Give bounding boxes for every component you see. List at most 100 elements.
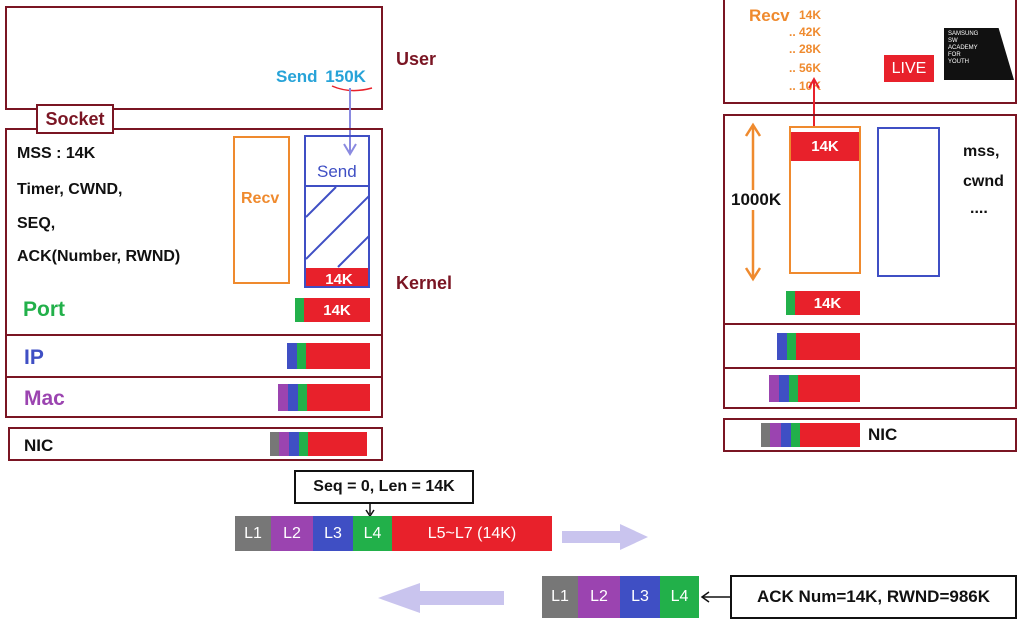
- ack-l3: L3: [620, 576, 660, 618]
- right-recv-amount-2: .. 42K: [789, 25, 822, 39]
- right-nic-label: NIC: [868, 425, 898, 444]
- right-recv-amount-4: .. 56K: [789, 61, 822, 75]
- ack-l1: L1: [542, 576, 578, 618]
- right-recv-buffer: 14K: [789, 126, 861, 274]
- nic-red: [308, 432, 367, 456]
- packet-payload: L5~L7 (14K): [392, 516, 552, 551]
- packet-l2: L2: [271, 516, 313, 551]
- ack-note-arrow: [700, 591, 730, 603]
- right-mac-blue: [779, 375, 789, 402]
- right-recv-chunk: 14K: [791, 132, 859, 161]
- port-label: Port: [23, 298, 65, 321]
- mac-purple: [278, 384, 288, 411]
- timer-cwnd-label: Timer, CWND,: [17, 181, 123, 198]
- right-recv-amount-3: .. 28K: [789, 42, 822, 56]
- packet-header-text: Seq = 0, Len = 14K: [313, 478, 455, 495]
- nic-gray: [270, 432, 279, 456]
- send-arrow: [331, 85, 373, 156]
- right-mac-red: [798, 375, 860, 402]
- left-kernel-frame: [5, 128, 383, 418]
- left-recv-label: Recv: [241, 190, 280, 207]
- ip-label: IP: [24, 346, 44, 369]
- right-nic-purple: [770, 423, 781, 447]
- mss-label: MSS : 14K: [17, 145, 96, 162]
- logo-text: SAMSUNG SW ACADEMY FOR YOUTH: [948, 31, 978, 66]
- send-direction-arrow: [562, 524, 648, 550]
- nic-green: [299, 432, 308, 456]
- left-ip-segment: [287, 343, 370, 369]
- right-port-green: [786, 291, 795, 315]
- ip-green: [297, 343, 306, 369]
- right-ip-red: [796, 333, 860, 360]
- port-chunk-label: 14K: [323, 301, 351, 319]
- kernel-label: Kernel: [396, 273, 453, 293]
- ip-red: [306, 343, 370, 369]
- right-mac-purple: [769, 375, 779, 402]
- left-nic-label: NIC: [24, 436, 54, 455]
- right-nic-box: [723, 418, 1017, 452]
- left-nic-box: [8, 427, 383, 461]
- mac-blue: [288, 384, 298, 411]
- right-mss-label: mss,: [963, 143, 1000, 160]
- left-divider-2: [5, 376, 383, 378]
- right-send-buffer: [877, 127, 940, 277]
- right-kernel-frame: [723, 114, 1017, 409]
- right-recv-chunk-label: 14K: [811, 138, 839, 155]
- right-nic-segment: [761, 423, 860, 447]
- logo-line-4: FOR: [948, 52, 961, 58]
- right-recv-label: Recv: [749, 6, 790, 25]
- send-buffer-chunk-label: 14K: [325, 270, 353, 288]
- send-buffer-hatching: [306, 187, 368, 268]
- logo-line-5: YOUTH: [948, 59, 969, 65]
- port-green: [295, 298, 304, 322]
- ack-l4: L4: [660, 576, 699, 618]
- right-nic-green: [791, 423, 800, 447]
- user-label: User: [396, 49, 437, 69]
- right-divider-1: [723, 323, 1017, 325]
- send-amount: 150K: [325, 67, 366, 86]
- right-port-chunk-label: 14K: [813, 294, 842, 312]
- left-divider-1: [5, 334, 383, 336]
- live-badge-text: LIVE: [891, 59, 927, 77]
- packet-l4: L4: [353, 516, 392, 551]
- send-text: Send 150K: [276, 67, 366, 87]
- right-ip-green: [787, 333, 796, 360]
- logo-line-3: ACADEMY: [948, 45, 978, 51]
- nic-purple: [279, 432, 289, 456]
- ack-direction-arrow: [378, 583, 504, 613]
- seq-label: SEQ,: [17, 215, 56, 232]
- left-nic-segment: [270, 432, 367, 456]
- left-send-label: Send: [317, 162, 357, 181]
- right-mac-segment: [769, 375, 860, 402]
- left-send-buffer: Send 14K: [304, 135, 370, 288]
- right-cwnd-label: cwnd: [963, 173, 1004, 190]
- right-user-space: [723, 0, 1017, 104]
- left-port-segment: 14K: [295, 298, 370, 322]
- nic-blue: [289, 432, 299, 456]
- socket-tab: Socket: [36, 104, 114, 134]
- mac-red: [307, 384, 370, 411]
- left-user-space: [5, 6, 383, 110]
- right-more-label: ....: [970, 200, 988, 217]
- send-buffer-chunk: 14K: [306, 268, 368, 288]
- ack-note: ACK Num=14K, RWND=986K: [730, 575, 1017, 619]
- right-port-segment: 14K: [786, 291, 860, 315]
- packet-l3: L3: [313, 516, 353, 551]
- mac-green: [298, 384, 307, 411]
- ack-label: ACK(Number, RWND): [17, 248, 181, 265]
- ip-blue: [287, 343, 297, 369]
- right-divider-2: [723, 367, 1017, 369]
- live-badge: LIVE: [884, 55, 934, 82]
- right-port-red: 14K: [795, 291, 860, 315]
- recv-up-arrow: [808, 76, 820, 128]
- ack-note-text: ACK Num=14K, RWND=986K: [756, 587, 991, 606]
- send-buffer-divider: [306, 185, 368, 187]
- ack-packet: L1 L2 L3 L4: [542, 576, 699, 618]
- right-nic-blue: [781, 423, 791, 447]
- logo-line-2: SW: [948, 38, 958, 44]
- outgoing-packet: L1 L2 L3 L4 L5~L7 (14K): [235, 516, 552, 551]
- right-ip-blue: [777, 333, 787, 360]
- ack-l2: L2: [578, 576, 620, 618]
- buffer-size-label: 1000K: [730, 190, 783, 210]
- packet-l1: L1: [235, 516, 271, 551]
